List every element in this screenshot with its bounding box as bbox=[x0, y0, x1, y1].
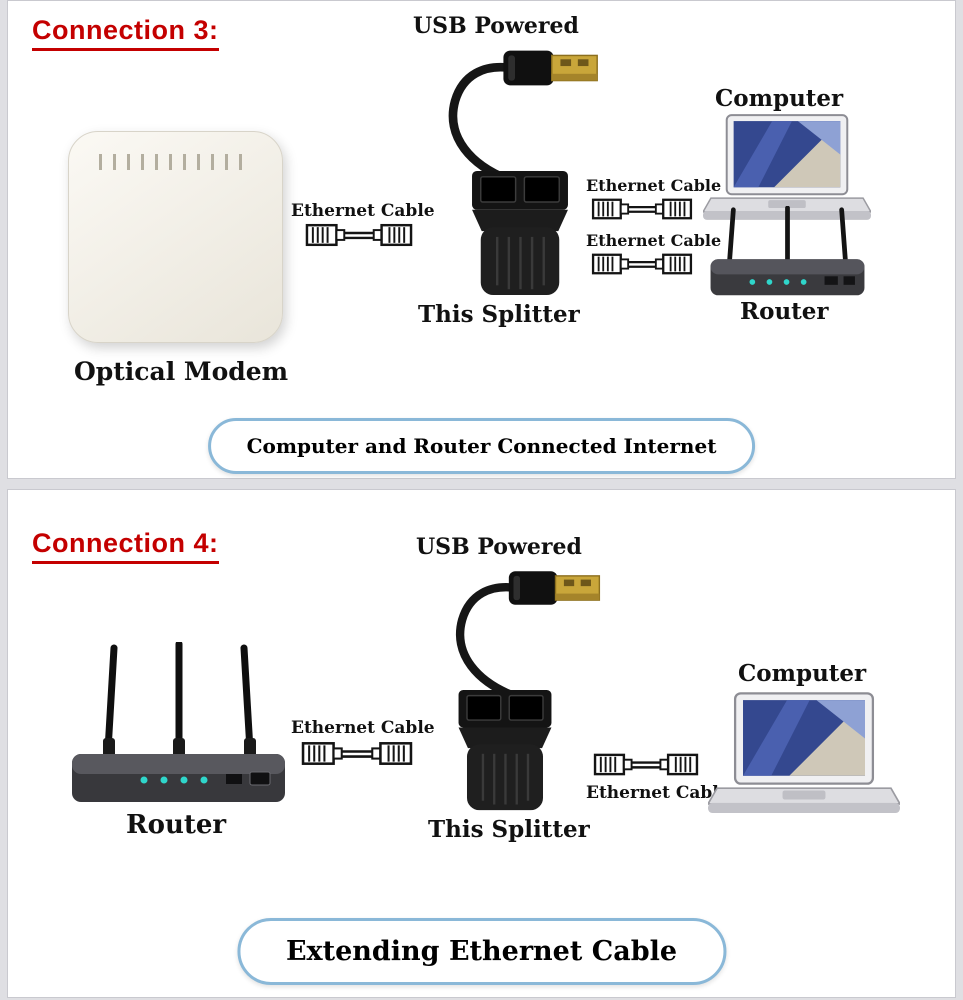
usb-powered-label: USB Powered bbox=[416, 534, 582, 560]
computer-label: Computer bbox=[738, 660, 867, 687]
router-icon bbox=[705, 206, 870, 301]
connection3-panel: Connection 3: USB Powered Computer Optic… bbox=[7, 0, 956, 479]
modem-vents bbox=[99, 154, 252, 170]
ethernet-cable-icon bbox=[591, 197, 693, 221]
router-label: Router bbox=[740, 298, 829, 325]
connection4-title: Connection 4: bbox=[32, 528, 219, 564]
splitter-icon bbox=[440, 690, 570, 812]
ethernet-cable-label-left: Ethernet Cable bbox=[291, 718, 435, 738]
connection3-caption: Computer and Router Connected Internet bbox=[207, 418, 756, 474]
splitter-label: This Splitter bbox=[428, 816, 590, 843]
splitter-label: This Splitter bbox=[418, 301, 580, 328]
optical-modem-label: Optical Modem bbox=[74, 357, 289, 386]
optical-modem-icon bbox=[68, 131, 283, 343]
usb-powered-label: USB Powered bbox=[413, 13, 579, 39]
router-label: Router bbox=[126, 810, 227, 840]
usb-plug-icon bbox=[428, 560, 613, 700]
connection4-caption: Extending Ethernet Cable bbox=[236, 918, 727, 985]
ethernet-cable-icon bbox=[305, 222, 413, 248]
ethernet-cable-icon bbox=[593, 752, 699, 777]
connection4-panel: Connection 4: USB Powered Router Etherne… bbox=[7, 489, 956, 998]
ethernet-cable-label-left: Ethernet Cable bbox=[291, 201, 435, 221]
ethernet-cable-icon bbox=[591, 252, 693, 276]
ethernet-cable-label-right: Ethernet Cable bbox=[586, 783, 730, 803]
connection3-title: Connection 3: bbox=[32, 15, 219, 51]
computer-label: Computer bbox=[715, 85, 844, 112]
ethernet-cable-label-right-bottom: Ethernet Cable bbox=[586, 231, 722, 250]
ethernet-cable-icon bbox=[301, 740, 413, 767]
laptop-icon bbox=[708, 688, 900, 824]
ethernet-cable-label-right-top: Ethernet Cable bbox=[586, 176, 722, 195]
splitter-icon bbox=[463, 171, 577, 297]
usb-plug-icon bbox=[423, 39, 608, 184]
router-icon bbox=[66, 642, 291, 810]
